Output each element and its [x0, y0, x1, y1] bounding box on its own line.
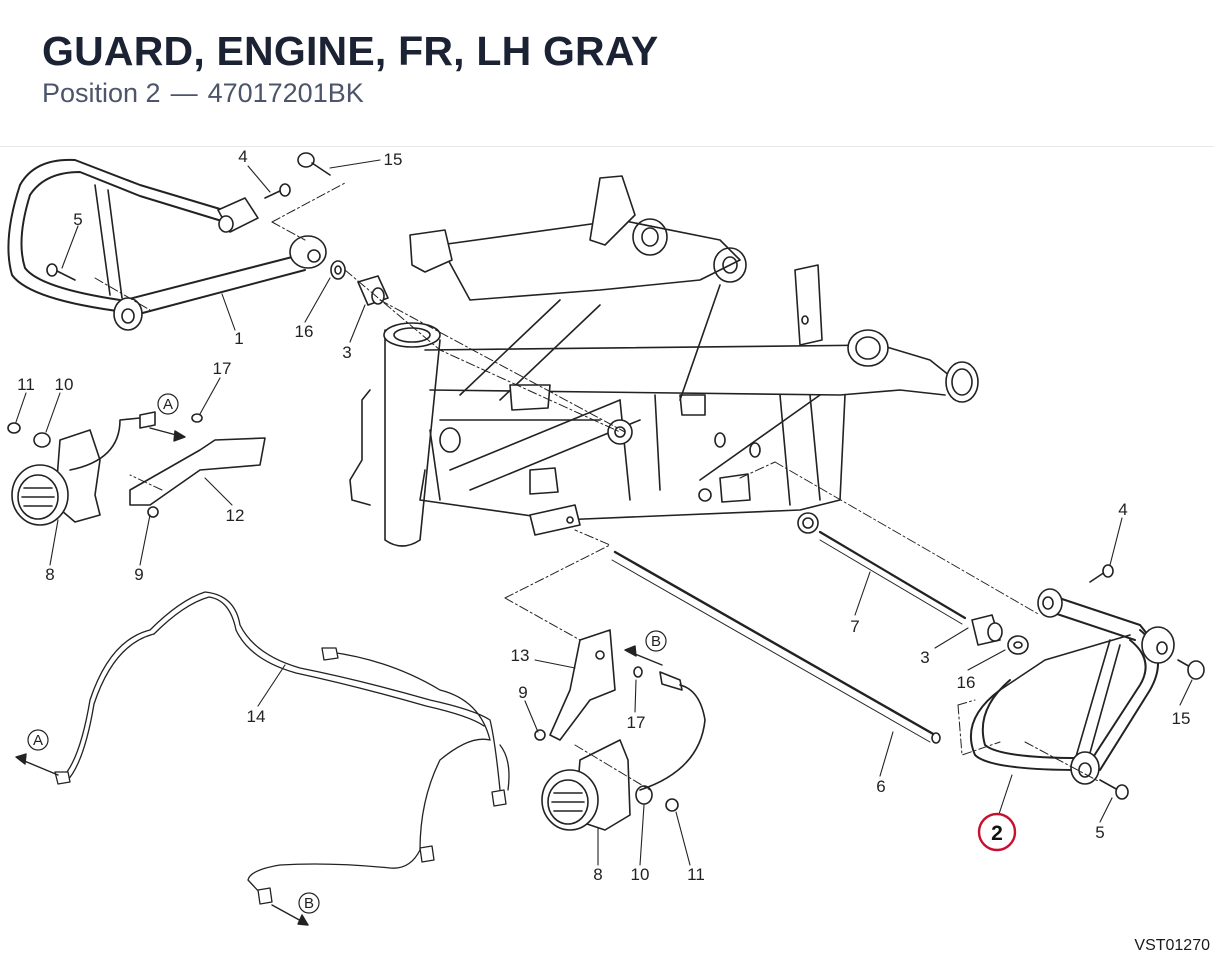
page-header: GUARD, ENGINE, FR, LH GRAY Position 2 — 47… [0, 0, 1214, 147]
callout-1[interactable]: 1 [234, 329, 243, 348]
connector-marker-b-harness: B [298, 892, 320, 914]
assembly-center-lines [94, 182, 1101, 791]
connector-marker-a-harness: A [27, 729, 49, 751]
callout-4[interactable]: 4 [1118, 500, 1127, 519]
rods-drawing [611, 530, 967, 744]
subtitle-separator: — [170, 78, 198, 108]
connector-marker-label: A [163, 396, 173, 413]
callout-12[interactable]: 12 [226, 506, 245, 525]
highlighted-callout-2[interactable]: 2 [977, 812, 1017, 852]
callout-7[interactable]: 7 [850, 617, 859, 636]
callout-3[interactable]: 3 [920, 648, 929, 667]
callout-10[interactable]: 10 [55, 375, 74, 394]
callout-8[interactable]: 8 [593, 865, 602, 884]
callout-5[interactable]: 5 [73, 210, 82, 229]
callout-17[interactable]: 17 [627, 713, 646, 732]
callout-8[interactable]: 8 [45, 565, 54, 584]
right-engine-guard-drawing [969, 564, 1205, 800]
connector-marker-a-left: A [157, 393, 179, 415]
callout-3[interactable]: 3 [342, 343, 351, 362]
callout-10[interactable]: 10 [631, 865, 650, 884]
callout-4[interactable]: 4 [238, 147, 247, 166]
part-number: 47017201BK [207, 78, 364, 108]
position-label: Position 2 [42, 78, 161, 108]
connector-marker-label: B [651, 633, 661, 650]
motorcycle-frame-drawing [349, 175, 979, 547]
callout-leader-lines [15, 159, 1193, 866]
callout-9[interactable]: 9 [518, 683, 527, 702]
callout-11[interactable]: 11 [687, 865, 705, 884]
callout-17[interactable]: 17 [213, 359, 232, 378]
connector-marker-b-right: B [645, 630, 667, 652]
callout-16[interactable]: 16 [295, 322, 314, 341]
wiring-harness-drawing [54, 591, 510, 905]
drawing-code: VST01270 [1134, 937, 1210, 954]
callout-5[interactable]: 5 [1095, 823, 1104, 842]
callout-15[interactable]: 15 [384, 150, 403, 169]
callout-15[interactable]: 15 [1172, 709, 1191, 728]
callout-9[interactable]: 9 [134, 565, 143, 584]
left-fog-lamp-drawing [7, 411, 266, 526]
callout-13[interactable]: 13 [511, 646, 530, 665]
callout-16[interactable]: 16 [957, 673, 976, 692]
right-fog-lamp-drawing [534, 629, 706, 831]
callout-6[interactable]: 6 [876, 777, 885, 796]
page-title: GUARD, ENGINE, FR, LH GRAY [42, 28, 659, 74]
connector-arrows [15, 427, 663, 926]
left-engine-guard-drawing [7, 152, 389, 331]
callout-11[interactable]: 11 [17, 375, 35, 394]
page-subtitle: Position 2 — 47017201BK [42, 78, 364, 109]
highlighted-callout-label: 2 [991, 822, 1003, 845]
connector-marker-label: B [304, 895, 314, 912]
connector-marker-label: A [33, 732, 43, 749]
callout-14[interactable]: 14 [247, 707, 266, 726]
